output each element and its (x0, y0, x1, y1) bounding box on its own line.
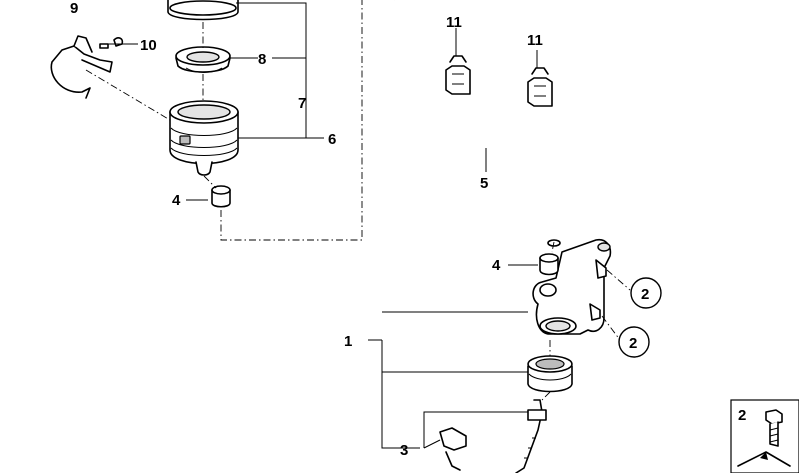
callout-1: 1 (344, 333, 352, 350)
reservoir-body (169, 100, 239, 176)
brake-hose (372, 0, 581, 247)
master-cylinder (532, 238, 612, 335)
push-rod (515, 399, 547, 473)
hose-clip-left (445, 55, 471, 95)
reservoir-cap (167, 0, 239, 21)
callout-7: 7 (298, 95, 306, 112)
dust-boot (527, 355, 573, 393)
hose-clip-right (527, 67, 553, 107)
small-screws (99, 37, 124, 49)
hose-clamp-upper (211, 185, 231, 208)
retaining-clip (439, 427, 467, 471)
svg-text:2: 2 (641, 286, 649, 303)
inset-box (730, 399, 799, 473)
callout-11-left: 11 (446, 14, 462, 31)
callout-2-inset: 2 (738, 407, 746, 424)
callout-4-top: 4 (172, 192, 181, 209)
callout-9: 9 (70, 0, 78, 17)
callout-2-lower: 2 (618, 326, 650, 358)
callout-5: 5 (480, 175, 488, 192)
svg-text:2: 2 (629, 335, 637, 352)
diaphragm-seal (175, 46, 231, 73)
callout-10: 10 (140, 37, 157, 54)
callout-8: 8 (258, 51, 266, 68)
holder-bracket (50, 35, 113, 99)
hose-clamp-middle (539, 253, 559, 276)
callout-3: 3 (400, 442, 408, 459)
callout-6: 6 (328, 131, 336, 148)
callout-11-right: 11 (527, 32, 543, 49)
callout-4-mid: 4 (492, 257, 501, 274)
callout-2-upper: 2 (630, 277, 662, 309)
